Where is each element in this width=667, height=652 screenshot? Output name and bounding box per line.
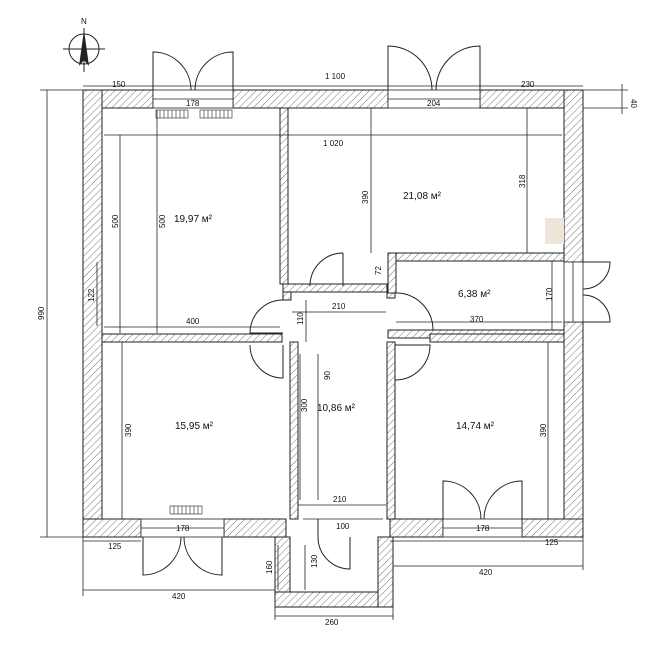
wall-utility-top: [387, 252, 565, 262]
boiler: [545, 218, 564, 244]
dim-72: 72: [374, 266, 383, 275]
dim-left-room-b: 500: [158, 214, 167, 228]
dim-corridor-90: 90: [323, 371, 332, 380]
room-areas: 19,97 м² 21,08 м² 6,38 м² 10,86 м² 15,95…: [174, 191, 495, 432]
windows: [140, 89, 584, 538]
radiators: [155, 109, 564, 515]
area-corridor: 10,86 м²: [317, 403, 356, 414]
door-left-upper: [249, 299, 284, 334]
dim-porch-160: 160: [265, 560, 274, 574]
area-bottom-right: 14,74 м²: [456, 421, 495, 432]
dim-bottom-door: 100: [336, 522, 350, 531]
wall-utility-left: [387, 252, 397, 294]
wall-bottom-a: [82, 518, 142, 538]
dim-bottom-left-offset: 125: [108, 542, 122, 551]
wall-bottom-d: [521, 518, 584, 538]
dim-top-window-1: 178: [186, 99, 200, 108]
dim-top-window-2: 204: [427, 99, 441, 108]
wall-corridor-right: [386, 341, 396, 520]
wall-int-h-right: [429, 333, 565, 343]
dim-top-left-offset: 150: [112, 80, 126, 89]
dimension-lines: [40, 84, 628, 620]
dim-corridor-300: 300: [300, 398, 309, 412]
dim-overall-width: 1 100: [325, 72, 346, 81]
wall-left: [82, 89, 103, 538]
dim-right-strip: 318: [518, 174, 527, 188]
door-top-room: [309, 252, 344, 287]
dim-corridor-width-top: 210: [332, 302, 346, 311]
dim-122: 122: [87, 288, 96, 302]
wall-int-h-left: [101, 333, 283, 343]
dim-left-room-width: 400: [186, 317, 200, 326]
dim-overall-height: 990: [37, 306, 46, 320]
dim-bottom-right-offset: 125: [545, 538, 559, 547]
dim-bottom-left-height: 390: [124, 423, 133, 437]
north-arrow-icon: N: [63, 17, 105, 72]
wall-bottom-c: [389, 518, 444, 538]
door-right-lower: [394, 344, 431, 381]
dim-corridor-110: 110: [296, 312, 305, 325]
door-corridor-exit: [317, 519, 351, 570]
wall-int-vertical-top: [279, 107, 289, 285]
dim-living-height: 390: [361, 190, 370, 204]
wall-bottom-b: [223, 518, 287, 538]
dim-bottom-right-height: 390: [539, 423, 548, 437]
wall-corridor-top: [282, 283, 393, 293]
dim-utility-height: 170: [545, 287, 554, 301]
dim-porch-130: 130: [310, 554, 319, 568]
north-label: N: [81, 17, 87, 26]
area-top-left: 19,97 м²: [174, 214, 213, 225]
area-top-right: 21,08 м²: [403, 191, 442, 202]
dim-inner-width: 1 020: [323, 139, 344, 148]
dimension-labels: 1 100 150 178 204 230 40 990 1 020 500 5…: [37, 72, 638, 627]
dim-right-420: 420: [479, 568, 493, 577]
wall-porch-right: [377, 536, 394, 608]
dim-corridor-width-bottom: 210: [333, 495, 347, 504]
wall-right-upper: [563, 89, 584, 263]
walls: [82, 89, 584, 608]
dim-left-room-a: 500: [111, 214, 120, 228]
area-utility: 6,38 м²: [458, 289, 491, 300]
dim-wall-thickness: 40: [629, 99, 638, 108]
wall-porch-bottom: [274, 591, 394, 608]
window-right: [563, 261, 584, 323]
dim-left-420: 420: [172, 592, 186, 601]
wall-right-lower: [563, 321, 584, 538]
dim-bottom-window-left: 178: [176, 524, 190, 533]
doors: [249, 252, 434, 570]
dim-porch-width: 260: [325, 618, 339, 627]
door-left-lower: [249, 344, 284, 379]
dim-utility-width: 370: [470, 315, 484, 324]
area-bottom-left: 15,95 м²: [175, 421, 214, 432]
dim-bottom-window-right: 178: [476, 524, 490, 533]
wall-top-b: [232, 89, 389, 109]
door-utility: [395, 292, 434, 331]
wall-corridor-left: [289, 341, 299, 520]
dim-top-right-offset: 230: [521, 80, 535, 89]
window-sashes: [142, 45, 611, 576]
